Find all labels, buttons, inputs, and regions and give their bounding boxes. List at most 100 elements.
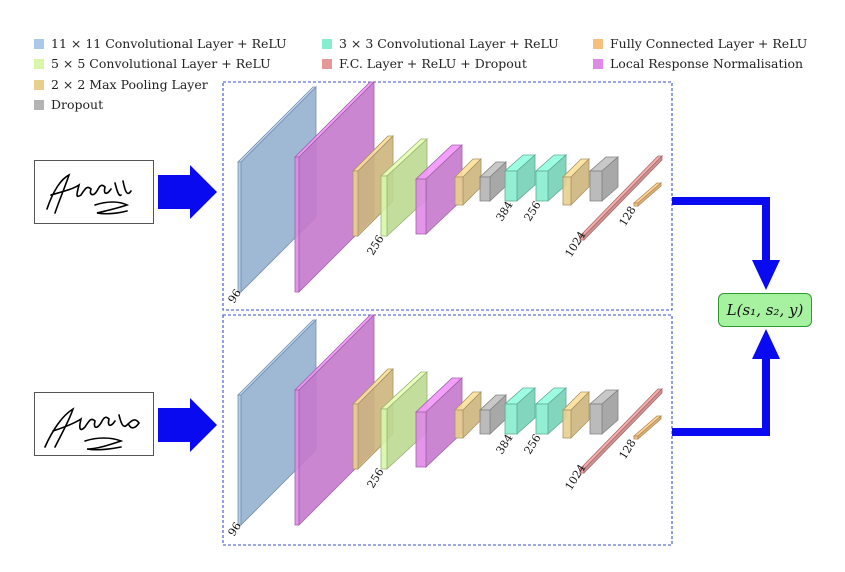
fc-layer-front-face: [633, 435, 639, 440]
conv3-layer-256: [534, 387, 568, 435]
branch-frame-bottom: [222, 314, 673, 546]
fc-dropout-layer: [579, 155, 663, 241]
dropout-layer: [478, 394, 508, 435]
legend-label: Dropout: [51, 97, 104, 112]
signature-image-bottom: [34, 392, 154, 456]
label-256: 256: [365, 466, 387, 491]
maxpool-layer-2: [454, 158, 482, 206]
input-arrow-top: [158, 165, 217, 219]
label-128: 128: [617, 437, 639, 462]
maxpool-layer-2-front-face: [454, 176, 464, 206]
dropout-layer-2: [588, 156, 620, 202]
conv11-layer-front-face: [237, 161, 242, 293]
fc-layer: [632, 415, 663, 440]
maxpool-layer-3: [562, 158, 590, 206]
conv3-layer-256-front-face: [535, 170, 549, 202]
lrn-layer-2: [414, 144, 464, 235]
signature-scribble: [46, 173, 132, 215]
input-arrow-bottom: [158, 398, 217, 452]
legend-swatch: [322, 58, 332, 69]
legend-swatch: [322, 38, 332, 49]
maxpool-layer-2: [454, 391, 482, 439]
legend-item-fc: Fully Connected Layer + ReLU: [593, 36, 807, 51]
fc-layer-side-face: [637, 182, 662, 207]
fc-layer-side-face: [637, 415, 662, 440]
label-256: 256: [365, 233, 387, 258]
maxpool-layer: [352, 368, 394, 470]
conv3-layer-256: [534, 154, 568, 202]
lrn-layer-2-front-face: [415, 411, 427, 468]
lrn-layer-2-front-face: [415, 178, 427, 235]
legend-swatch: [593, 58, 603, 69]
branch-frame-top: [222, 81, 673, 311]
lrn-layer-front-face: [294, 389, 300, 526]
maxpool-layer-3-front-face: [562, 176, 572, 206]
branch-top: 96 256 384 256 1024 128: [226, 81, 663, 306]
maxpool-layer-front-face: [352, 170, 359, 237]
label-1024: 1024: [563, 229, 589, 260]
lrn-layer-front-face: [294, 156, 300, 293]
fc-layer-front-face: [633, 202, 639, 207]
lrn-layer: [294, 314, 375, 526]
conv5-layer: [379, 371, 429, 470]
arrowhead-bottom: [752, 329, 780, 359]
conv5-layer-front-face: [380, 408, 388, 470]
legend-item-fc-dropout: F.C. Layer + ReLU + Dropout: [322, 56, 527, 71]
conv5-layer-front-face: [380, 175, 388, 237]
conv3-layer-384: [503, 154, 537, 202]
maxpool-layer-front-face: [352, 403, 359, 470]
conv5-layer: [379, 138, 429, 237]
legend-label: 3 × 3 Convolutional Layer + ReLU: [339, 36, 559, 51]
conv3-layer-256-front-face: [535, 403, 549, 435]
label-384: 384: [494, 199, 516, 224]
legend-label: Local Response Normalisation: [610, 56, 804, 71]
maxpool-layer-3: [562, 391, 590, 439]
maxpool-layer-2-front-face: [454, 409, 464, 439]
label-96: 96: [226, 520, 244, 539]
label-1024: 1024: [563, 462, 589, 493]
branch-bottom: 96 256 384 256 1024 128: [226, 314, 663, 539]
legend-label: 2 × 2 Max Pooling Layer: [51, 77, 208, 92]
conv3-layer-384-front-face: [504, 403, 518, 435]
loss-function-label: L(s₁, s₂, y): [726, 301, 804, 319]
label-96: 96: [226, 287, 244, 306]
label-384: 384: [494, 432, 516, 457]
maxpool-layer: [352, 135, 394, 237]
loss-function-box: L(s₁, s₂, y): [718, 293, 812, 327]
legend-swatch: [34, 79, 44, 90]
fc-dropout-layer: [579, 388, 663, 474]
fc-layer: [632, 182, 663, 207]
connector-bottom: [672, 357, 770, 436]
conv3-layer-384-front-face: [504, 170, 518, 202]
maxpool-layer-3-front-face: [562, 409, 572, 439]
legend-label: Fully Connected Layer + ReLU: [610, 36, 808, 51]
fc-dropout-layer-front-face: [579, 235, 585, 241]
label-128: 128: [617, 204, 639, 229]
conv11-layer: [237, 319, 317, 526]
dropout-layer-front-face: [479, 176, 491, 202]
legend-swatch: [593, 38, 603, 49]
legend-label: 11 × 11 Convolutional Layer + ReLU: [51, 36, 287, 51]
conv3-layer-384: [503, 387, 537, 435]
legend-label: F.C. Layer + ReLU + Dropout: [339, 56, 527, 71]
arrowhead-top: [752, 260, 780, 290]
legend-item-conv5: 5 × 5 Convolutional Layer + ReLU: [34, 56, 271, 71]
label-256-b: 256: [522, 432, 544, 457]
fc-dropout-layer-front-face: [579, 468, 585, 474]
dropout-layer: [478, 161, 508, 202]
legend-item-pool: 2 × 2 Max Pooling Layer: [34, 77, 208, 92]
signature-scribble: [44, 407, 140, 451]
conv11-layer: [237, 86, 317, 293]
label-256-b: 256: [522, 199, 544, 224]
legend-item-conv11: 11 × 11 Convolutional Layer + ReLU: [34, 36, 287, 51]
dropout-layer-2-front-face: [589, 170, 603, 202]
dropout-layer-2-front-face: [589, 403, 603, 435]
lrn-layer: [294, 81, 375, 293]
lrn-layer-2: [414, 377, 464, 468]
legend-item-dropout: Dropout: [34, 97, 103, 112]
dropout-layer-front-face: [479, 409, 491, 435]
legend-swatch: [34, 38, 44, 49]
legend-swatch: [34, 99, 44, 110]
signature-image-top: [34, 160, 154, 224]
